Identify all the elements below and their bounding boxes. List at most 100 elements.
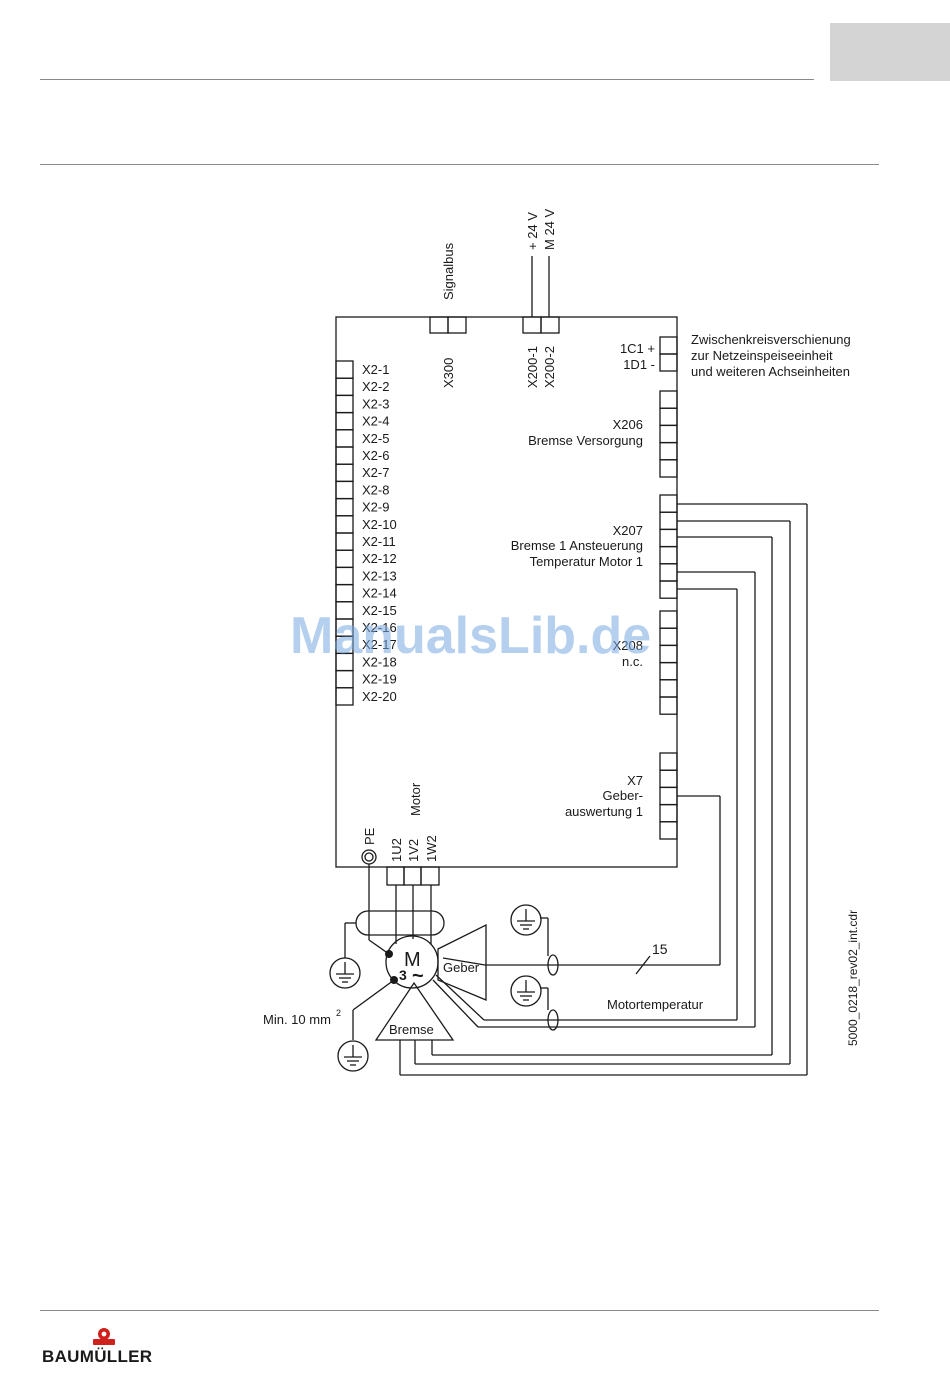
x2-terminal-label: X2-19 (362, 672, 397, 687)
watermark-text: ManualsLib.de (290, 607, 652, 665)
x208-label: X208 (613, 638, 643, 653)
x2-terminal-label: X2-3 (362, 396, 389, 411)
cable-number: 15 (652, 941, 668, 957)
plus24v-label: + 24 V (525, 212, 540, 250)
dc-terminal-1d1: 1D1 - (623, 357, 655, 372)
x2-terminal-box (335, 480, 354, 500)
x2-terminal-box (335, 394, 354, 414)
logo-icon (93, 1328, 115, 1345)
x2-terminal-label: X2-2 (362, 379, 389, 394)
terminal-box (659, 679, 678, 698)
x200-1-label: X200-1 (525, 346, 540, 388)
terminal-box (659, 752, 678, 771)
x2-terminal-label: X2-18 (362, 654, 397, 669)
x2-terminal-box (335, 669, 354, 689)
w-phase-label: 1W2 (424, 835, 439, 862)
x2-terminal-label: X2-10 (362, 517, 397, 532)
x2-terminal-box (335, 549, 354, 569)
terminal-box (659, 786, 678, 806)
x206-desc: Bremse Versorgung (528, 433, 643, 448)
x2-terminal-box (335, 566, 354, 586)
motortemp-label: Motortemperatur (607, 997, 704, 1012)
terminal-box (659, 545, 678, 565)
x2-terminal-box (335, 532, 354, 551)
x2-terminal-label: X2-7 (362, 465, 389, 480)
drawing-reference: 5000_0218_rev02_int.cdr (846, 910, 860, 1046)
x2-terminal-label: X2-8 (362, 482, 389, 497)
x2-terminal-label: X2-17 (362, 637, 397, 652)
x2-terminal-box (335, 583, 354, 603)
x2-terminal-label: X2-13 (362, 568, 397, 583)
x2-terminal-box (335, 429, 354, 448)
x208-desc: n.c. (622, 654, 643, 669)
x207-desc-1: Bremse 1 Ansteuerung (511, 538, 643, 553)
terminal-box (659, 644, 678, 664)
x300-label: X300 (441, 358, 456, 388)
x2-terminal-label: X2-6 (362, 448, 389, 463)
x2-terminal-box (335, 515, 354, 534)
x2-terminal-box (335, 411, 354, 431)
terminal-box (659, 390, 678, 409)
dc-bus-note-2: zur Netzeinspeiseeinheit (691, 348, 833, 363)
motor-phase-count: 3 (399, 967, 407, 983)
x2-terminal-box (335, 497, 354, 517)
x2-terminal-box (335, 360, 354, 379)
terminal-box (659, 627, 678, 647)
x207-desc-2: Temperatur Motor 1 (530, 554, 643, 569)
motor-ac-symbol: ~ (412, 965, 424, 987)
terminal-box (659, 563, 678, 582)
terminal-box (659, 407, 678, 427)
x7-desc-2: auswertung 1 (565, 804, 643, 819)
terminal-box (659, 696, 678, 715)
m24v-label: M 24 V (542, 208, 557, 250)
u-phase-label: 1U2 (389, 838, 404, 862)
min-cross-section-label: Min. 10 mm (263, 1012, 331, 1027)
signalbus-label: Signalbus (441, 242, 456, 300)
terminal-box (659, 459, 678, 478)
footer-rule (40, 1310, 879, 1311)
dc-bus-note-3: und weiteren Achseinheiten (691, 364, 850, 379)
terminal-box (659, 353, 678, 372)
terminal-box (659, 528, 678, 548)
x2-terminal-label: X2-9 (362, 500, 389, 515)
x2-terminal-label: X2-20 (362, 689, 397, 704)
x2-terminal-label: X2-14 (362, 586, 397, 601)
pe-label: PE (362, 827, 377, 845)
ground-icon (337, 1040, 369, 1072)
terminal-box (659, 580, 678, 599)
v-phase-label: 1V2 (406, 839, 421, 862)
ground-icon (510, 975, 542, 1007)
dc-terminal-1c1: 1C1 + (620, 341, 655, 356)
terminal-box (659, 610, 678, 629)
x2-terminal-label: X2-15 (362, 603, 397, 618)
x2-terminal-label: X2-12 (362, 551, 397, 566)
terminal-box (659, 336, 678, 355)
x2-terminal-label: X2-5 (362, 431, 389, 446)
motor-label: Motor (408, 782, 423, 816)
brand-logo: BAUMÜLLER (42, 1326, 172, 1370)
terminal-box (659, 661, 678, 681)
x2-terminal-box (335, 446, 354, 465)
x206-label: X206 (613, 417, 643, 432)
terminal-box (659, 441, 678, 461)
header-rule (40, 79, 814, 80)
x2-terminal-label: X2-1 (362, 362, 389, 377)
x2-terminal-label: X2-16 (362, 620, 397, 635)
x2-terminal-box (335, 377, 354, 397)
x207-label: X207 (613, 523, 643, 538)
x2-terminal-label: X2-4 (362, 414, 389, 429)
section-rule (40, 164, 879, 165)
terminal-box (659, 424, 678, 444)
x7-desc-1: Geber- (603, 788, 643, 803)
bremse-label: Bremse (389, 1022, 434, 1037)
brand-name: BAUMÜLLER (42, 1347, 153, 1366)
x7-label: X7 (627, 773, 643, 788)
dc-bus-note-1: Zwischenkreisverschienung (691, 332, 851, 347)
x2-terminal-label: X2-11 (362, 534, 396, 549)
ground-icon (329, 957, 361, 989)
ground-icon (510, 904, 542, 936)
geber-label: Geber (443, 960, 480, 975)
min-cross-section-sup: 2 (336, 1008, 341, 1018)
